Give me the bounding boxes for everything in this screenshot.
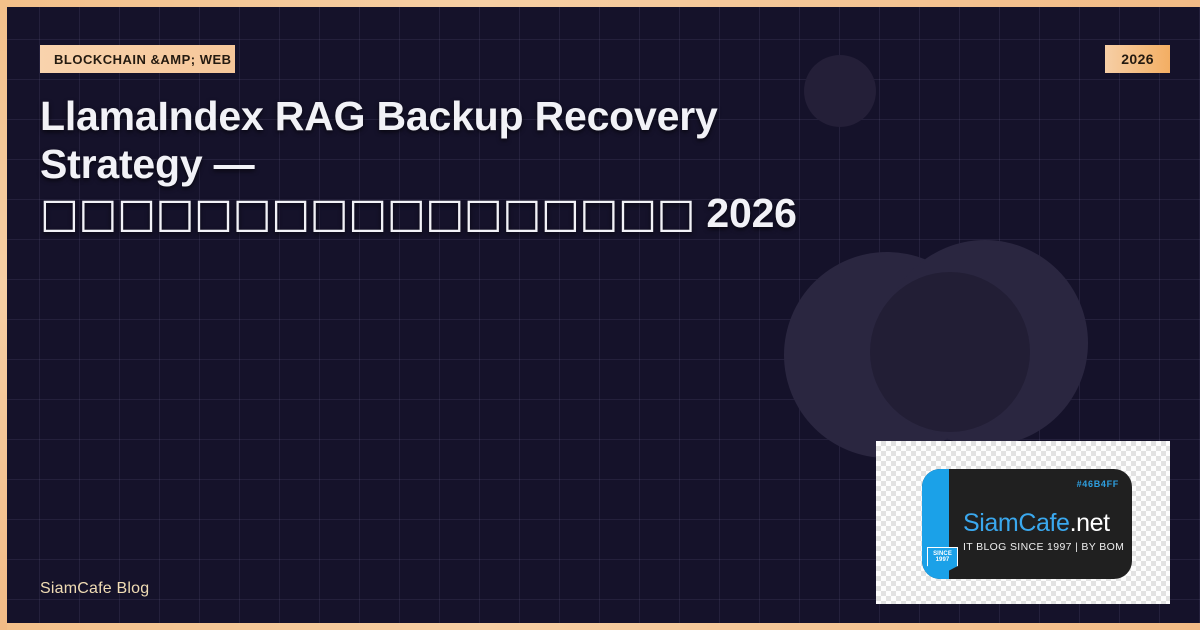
title-line-3: 2026 [706,189,797,236]
site-name: SiamCafe Blog [40,580,150,597]
year-badge: 2026 [1105,45,1170,73]
since-label: SINCE [933,551,952,557]
logo-tld-text: .net [1069,509,1111,537]
category-badge[interactable]: BLOCKCHAIN &AMP; WEB [40,45,235,73]
logo-tagline: IT BLOG SINCE 1997 | BY BOM [963,541,1125,553]
title-line-1: LlamaIndex RAG Backup Recovery [40,93,718,139]
logo-wordmark: SiamCafe.net [963,509,1110,538]
category-badge-label: BLOCKCHAIN &AMP; WEB [54,51,232,67]
frame-border-bottom [0,623,1200,630]
frame-border-top [0,0,1200,7]
decorative-circle-middle [870,272,1030,432]
page-title: LlamaIndex RAG Backup Recovery Strategy … [40,92,800,237]
logo-badge: SINCE 1997 #46B4FF SiamCafe.net IT BLOG … [922,469,1132,579]
since-year: 1997 [935,557,950,563]
year-badge-label: 2026 [1121,51,1154,67]
title-line-2-thai-tofu: □□□□□□□□□□□□□□□□□ [40,188,696,237]
logo-card: SINCE 1997 #46B4FF SiamCafe.net IT BLOG … [876,441,1170,604]
frame-border-left [0,0,7,630]
hex-color-label: #46B4FF [1076,479,1119,489]
decorative-circle-top [804,55,876,127]
logo-brand-text: SiamCafe [963,509,1070,537]
title-line-2-prefix: Strategy — [40,141,255,188]
